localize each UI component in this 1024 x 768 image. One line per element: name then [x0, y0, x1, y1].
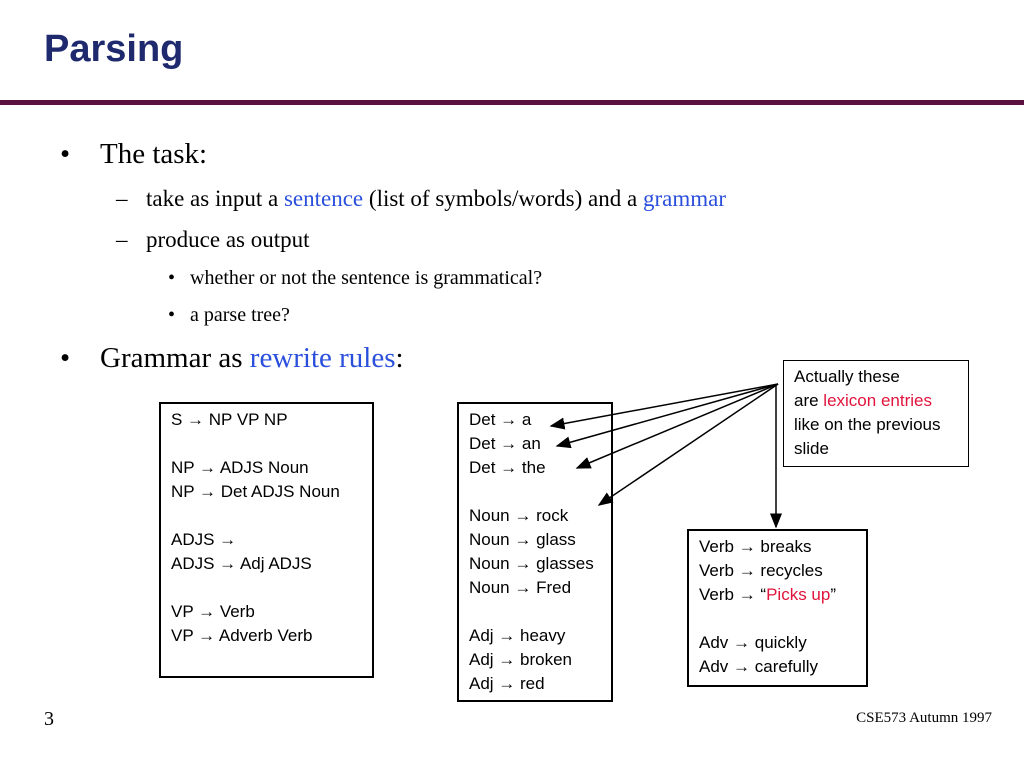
- lexicon-line: Adv → quickly: [699, 633, 807, 652]
- lexicon-line: Det → the: [469, 458, 546, 477]
- arrow-to-det-the: [575, 383, 779, 469]
- lexicon-line: Adv → carefully: [699, 657, 819, 676]
- arrow-to-det-a: [549, 383, 779, 430]
- rule-line: NP → ADJS Noun: [171, 458, 309, 477]
- bullet-dot: •: [168, 267, 176, 289]
- footer-course: CSE573 Autumn 1997: [856, 710, 992, 726]
- lexicon-line: Det → a: [469, 410, 532, 429]
- lexicon-line: Noun → Fred: [469, 578, 572, 597]
- arrow-to-noun-rock: [597, 383, 779, 506]
- subsubbullet-grammatical: • whether or not the sentence is grammat…: [168, 267, 543, 289]
- lexicon-line: Adj → broken: [469, 650, 572, 669]
- bullet-dot: •: [60, 138, 71, 170]
- lexicon-line: Verb → “Picks up”: [699, 585, 837, 604]
- bullet-task: • The task:: [60, 138, 207, 171]
- rule-line: NP → Det ADJS Noun: [171, 482, 340, 501]
- lexicon-line: Noun → rock: [469, 506, 569, 525]
- term-lexicon-entries: lexicon entries: [823, 391, 932, 410]
- subsubbullet-parse-tree: • a parse tree?: [168, 304, 290, 326]
- lexicon-line: Noun → glass: [469, 530, 576, 549]
- slide-title: Parsing: [44, 28, 184, 70]
- title-divider: [0, 100, 1024, 105]
- callout-note: Actually these are lexicon entries like …: [783, 360, 969, 467]
- lexicon-line: Adj → heavy: [469, 626, 566, 645]
- subbullet-input: – take as input a sentence (list of symb…: [116, 186, 726, 211]
- bullet-grammar: • Grammar as rewrite rules:: [60, 342, 404, 374]
- lexicon-box-det-noun-adj: Det → a Det → an Det → the Noun → rock N…: [457, 402, 613, 702]
- rule-line: ADJS → Adj ADJS: [171, 554, 312, 573]
- page-number: 3: [44, 708, 54, 730]
- term-grammar: grammar: [642, 186, 726, 211]
- lexicon-line: Verb → recycles: [699, 561, 823, 580]
- lexicon-box-verb-adv: Verb → breaks Verb → recycles Verb → “Pi…: [687, 529, 868, 687]
- arrow-to-det-an: [555, 383, 779, 449]
- dash-mark: –: [116, 186, 128, 211]
- rule-line: S → NP VP NP: [171, 410, 288, 429]
- term-sentence: sentence: [283, 186, 364, 211]
- bullet-dot: •: [60, 342, 71, 374]
- lexicon-line: Adj → red: [469, 674, 545, 693]
- bullet-dot: •: [168, 304, 176, 326]
- term-picks-up: Picks up: [766, 585, 831, 604]
- bullet-task-label: The task:: [100, 138, 208, 170]
- term-rewrite-rules: rewrite rules: [249, 342, 396, 374]
- syntax-rules-box: S → NP VP NP NP → ADJS Noun NP → Det ADJ…: [159, 402, 374, 678]
- lexicon-line: Noun → glasses: [469, 554, 594, 573]
- lexicon-line: Verb → breaks: [699, 537, 812, 556]
- lexicon-line: Det → an: [469, 434, 541, 453]
- rule-line: ADJS →: [171, 530, 237, 549]
- subbullet-output: – produce as output: [116, 227, 310, 252]
- rule-line: VP → Verb: [171, 602, 255, 621]
- rule-line: VP → Adverb Verb: [171, 626, 313, 645]
- dash-mark: –: [116, 227, 128, 252]
